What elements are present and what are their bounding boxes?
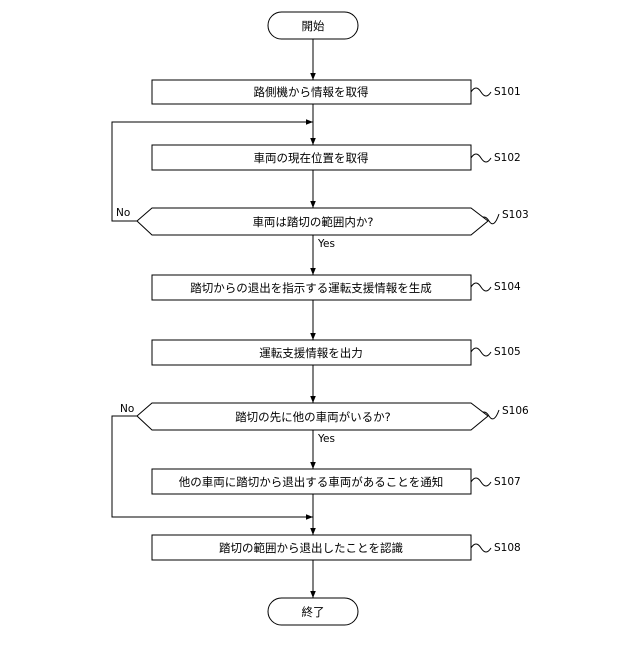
branch-yes-s103: Yes [317,238,335,250]
process-s108-text: 踏切の範囲から退出したことを認識 [219,541,403,555]
step-id-s101: S101 [494,86,521,98]
start-label: 開始 [302,19,325,33]
step-id-s108: S108 [494,542,521,554]
step-id-s106: S106 [502,405,529,417]
process-s105-text: 運転支援情報を出力 [259,346,363,360]
step-id-s105: S105 [494,346,521,358]
step-id-s107: S107 [494,476,521,488]
step-id-s103: S103 [502,209,529,221]
end-label: 終了 [302,605,325,619]
leader-s102 [471,154,491,162]
connector-s106-no-bypass [112,416,313,517]
connector-s103-no-loop [112,122,313,221]
branch-no-s103: No [116,207,130,219]
leader-s101 [471,88,491,96]
branch-yes-s106: Yes [317,433,335,445]
process-s104-text: 踏切からの退出を指示する運転支援情報を生成 [190,281,432,295]
leader-s104 [471,283,491,291]
decision-s106-text: 踏切の先に他の車両がいるか? [235,410,391,424]
leader-s105 [471,348,491,356]
branch-no-s106: No [120,403,134,415]
decision-s103-text: 車両は踏切の範囲内か? [252,215,373,229]
process-s101-text: 路側機から情報を取得 [254,85,369,99]
leader-s107 [471,478,491,486]
process-s107-text: 他の車両に踏切から退出する車両があることを通知 [179,475,444,489]
step-id-s104: S104 [494,281,521,293]
step-id-s102: S102 [494,152,521,164]
leader-s108 [471,544,491,552]
process-s102-text: 車両の現在位置を取得 [254,151,369,165]
